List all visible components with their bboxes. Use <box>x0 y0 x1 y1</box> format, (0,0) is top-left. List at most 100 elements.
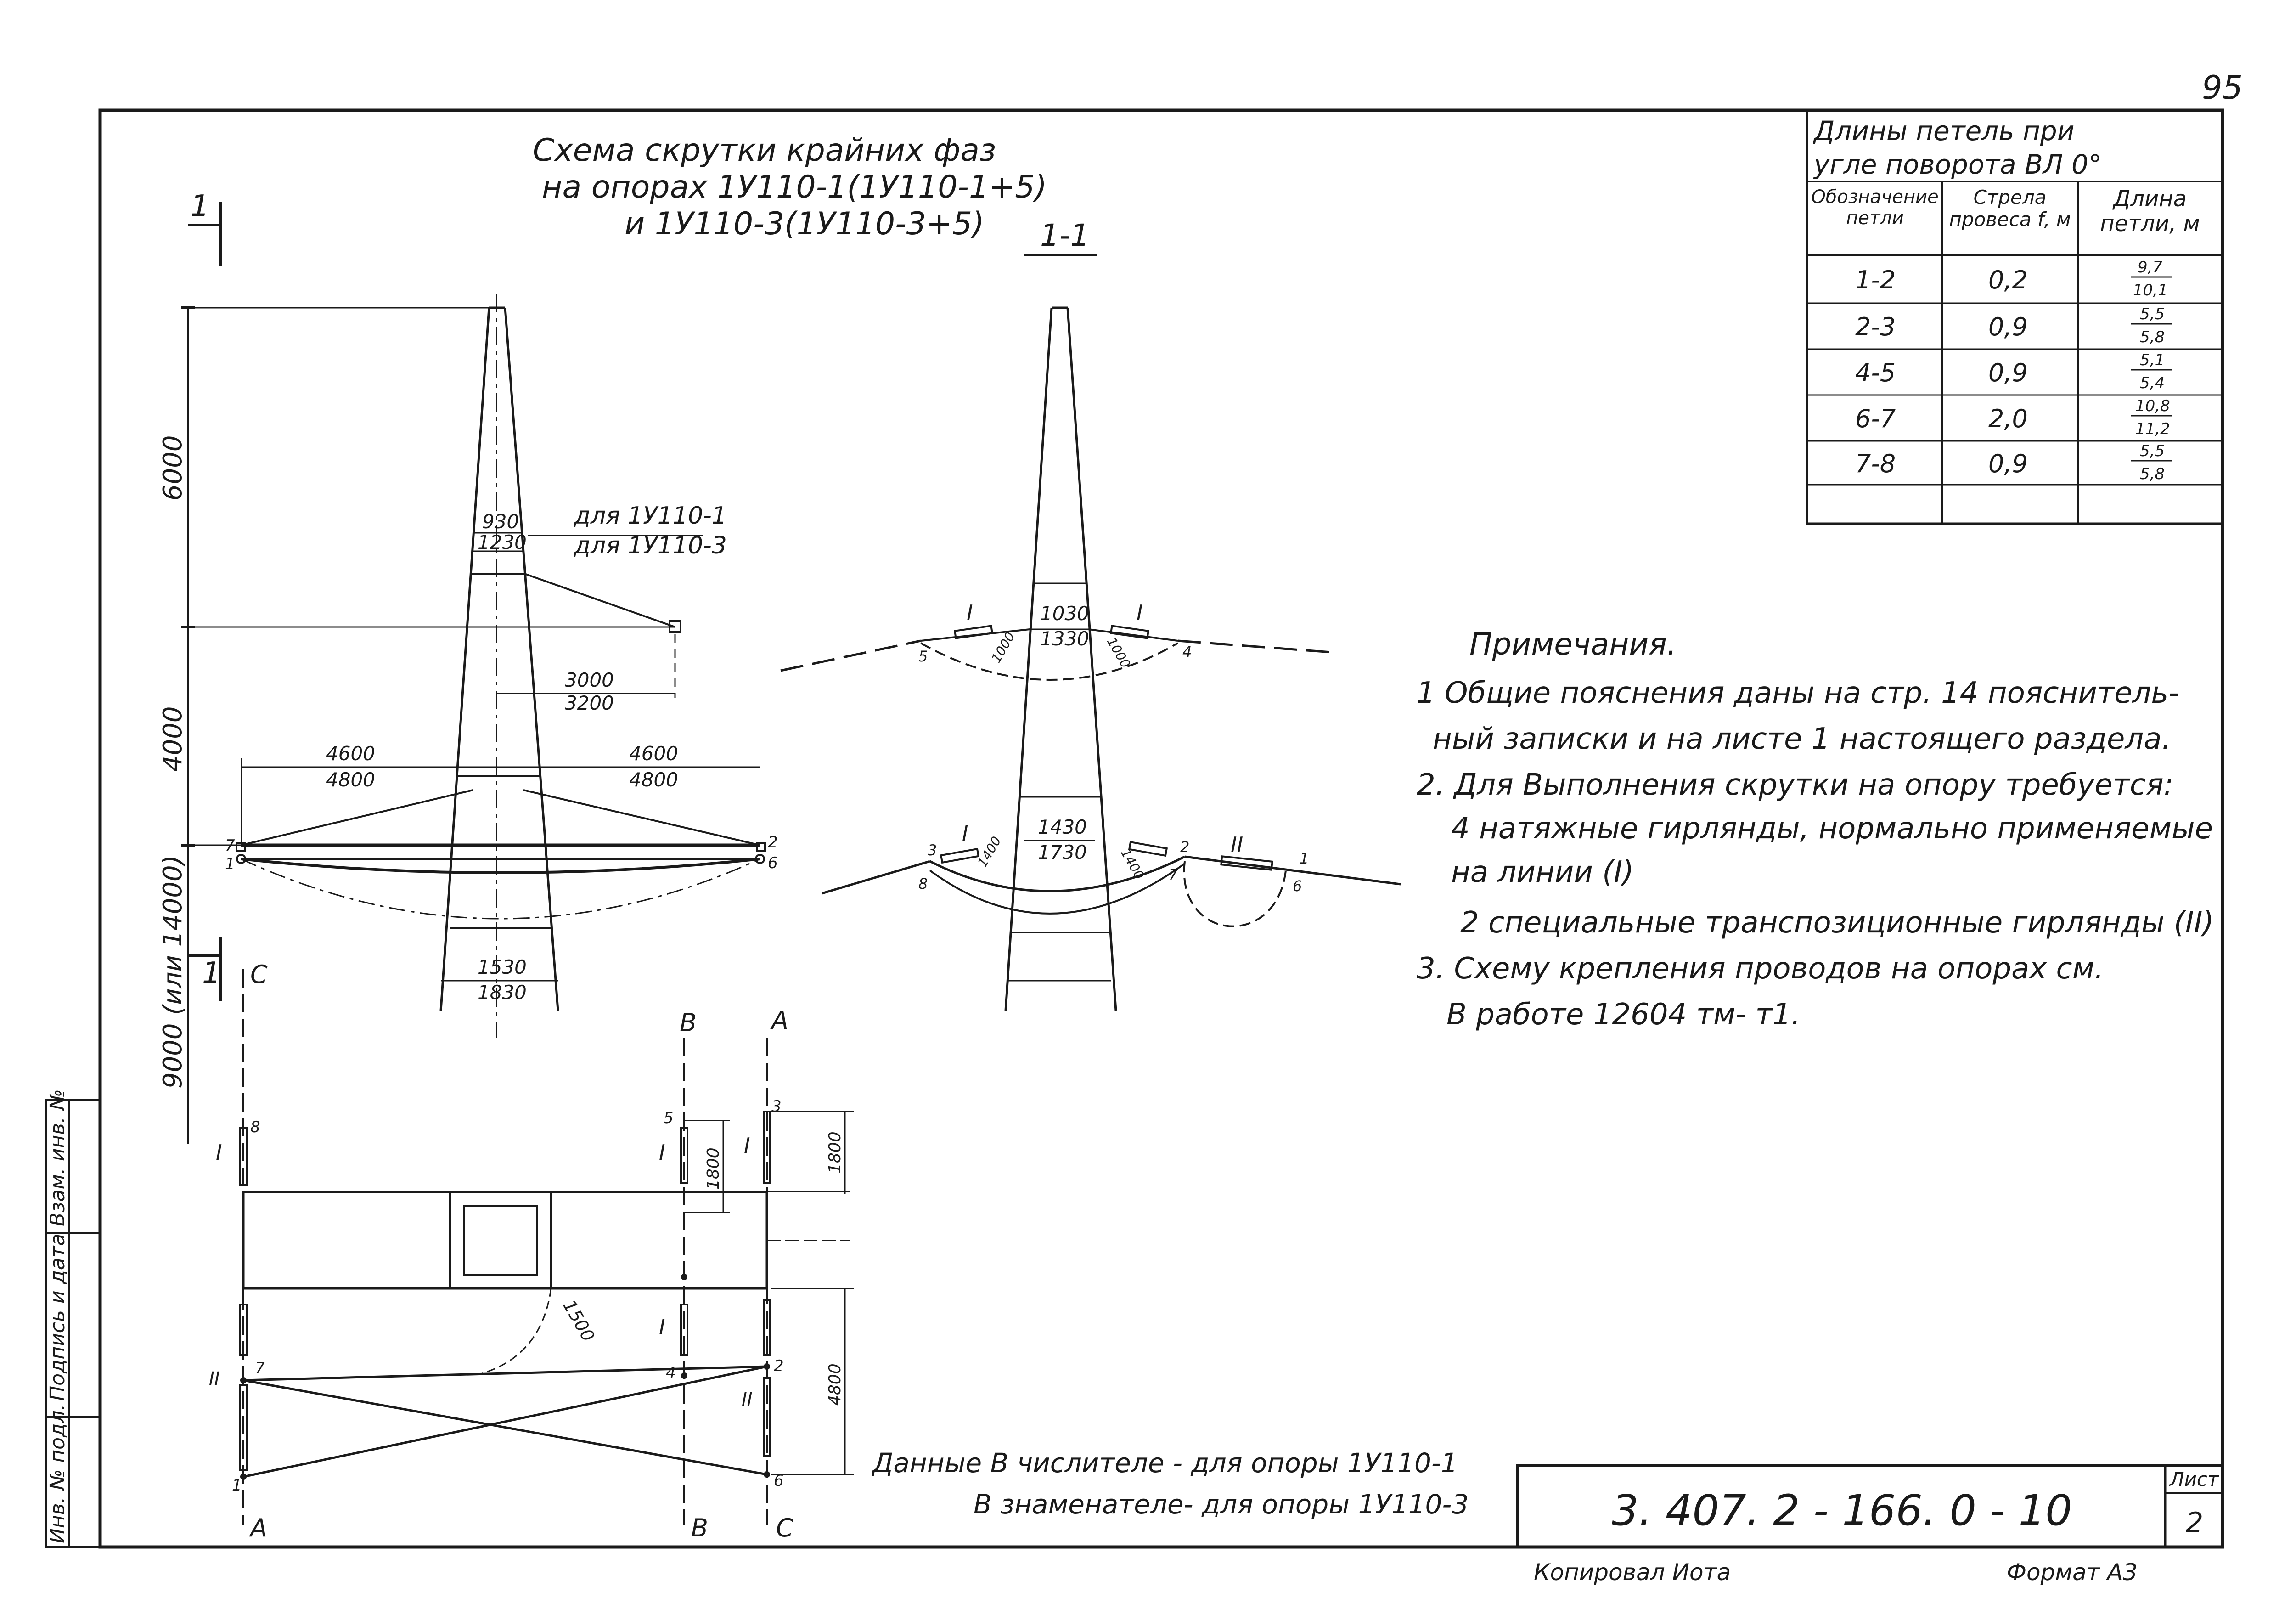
plan-ins-I-3: I <box>744 1133 750 1158</box>
footer-copied: Копировал Иота <box>1534 1559 1731 1586</box>
plan-ins-II-1: II <box>209 1368 220 1389</box>
side-stamp-sign-date: Подпись и дата <box>46 1234 69 1401</box>
sec-pt-6: 6 <box>1293 877 1302 895</box>
row-sag: 0,9 <box>1988 358 2028 387</box>
span-left-den: 4800 <box>326 768 375 791</box>
section-marker-top: 1 <box>188 189 222 266</box>
plan-dim-4800: 4800 <box>826 1363 844 1406</box>
row-len-num: 9,7 <box>2138 258 2162 277</box>
sec-top-den: 1330 <box>1040 627 1089 650</box>
plan-ins-I-4: I <box>659 1315 665 1339</box>
stamp-sheet-label: Лист <box>2169 1468 2219 1491</box>
row-sag: 0,2 <box>1988 265 2028 294</box>
plan-dim-1800-a: 1800 <box>704 1147 723 1190</box>
sec-ins-I-lower: I <box>962 821 968 846</box>
arm-den: 3200 <box>565 692 614 714</box>
pt-2: 2 <box>768 833 778 852</box>
pt-1: 1 <box>225 855 235 873</box>
plan-pt-7: 7 <box>255 1359 265 1378</box>
span-right-den: 4800 <box>629 768 678 791</box>
row-loop: 1-2 <box>1855 265 1896 294</box>
sec-pt-4: 4 <box>1182 643 1192 661</box>
plan-pt-5: 5 <box>664 1109 674 1127</box>
stamp-sheet-no: 2 <box>2186 1507 2203 1539</box>
section-1-1: 1-1 1030 1330 1430 1730 I I 1000 1000 5 … <box>780 218 1401 1011</box>
plan-view: C B A A B C 1500 I I I 8 5 3 1800 1800 <box>209 960 854 1542</box>
sec-pt-7: 7 <box>1169 866 1178 883</box>
arm-num: 3000 <box>565 669 614 691</box>
sec-ins-I-upper-left: I <box>967 600 973 625</box>
row-loop: 7-8 <box>1855 449 1896 478</box>
side-stamp-replace-inv: Взам. инв. № <box>46 1089 69 1226</box>
notes-line-8: В работе 12604 тм- т1. <box>1446 998 1801 1032</box>
data-note-line-1: Данные В числителе - для опоры 1У110-1 <box>871 1447 1458 1479</box>
table-header-sag: Стрела провеса f, м <box>1949 186 2071 231</box>
row-len-num: 10,8 <box>2135 397 2170 415</box>
phase-C-top: C <box>250 960 268 989</box>
pt-7: 7 <box>225 836 235 855</box>
top-width-den: 1230 <box>478 531 527 553</box>
plan-pt-3: 3 <box>771 1097 782 1116</box>
row-len-den: 5,8 <box>2140 328 2165 346</box>
row-len-den: 11,2 <box>2135 420 2170 438</box>
base-den: 1830 <box>478 981 527 1004</box>
title-line-1: Схема скрутки крайних фаз <box>533 132 996 169</box>
sec-pt-2: 2 <box>1180 838 1189 856</box>
row-len-num: 5,1 <box>2140 351 2165 369</box>
top-width-num: 930 <box>482 510 519 533</box>
data-note-line-2: В знаменателе- для опоры 1У110-3 <box>974 1489 1469 1520</box>
phase-B-bottom: B <box>691 1513 708 1542</box>
side-stamp: Инв. № подл. Подпись и дата Взам. инв. № <box>45 1089 101 1548</box>
row-len-num: 5,5 <box>2140 442 2165 460</box>
sec-top-num: 1030 <box>1040 602 1089 625</box>
notes-line-1: 1 Общие пояснения даны на стр. 14 поясни… <box>1417 676 2179 710</box>
row-len-den: 10,1 <box>2133 281 2168 299</box>
sec-ins-II-lower: II <box>1231 832 1243 857</box>
row-len-den: 5,4 <box>2140 374 2165 392</box>
section-title: 1-1 <box>1040 218 1090 253</box>
plan-dim-1800-b: 1800 <box>826 1131 844 1174</box>
tower-elevation: 6000 4000 9000 (или 14000) 930 1230 для … <box>158 294 778 1144</box>
sec-loop-lower-left: 1400 <box>974 834 1004 870</box>
plan-ins-I-2: I <box>659 1140 665 1165</box>
data-note: Данные В числителе - для опоры 1У110-1 В… <box>871 1447 1469 1520</box>
dim-6000: 6000 <box>158 435 188 501</box>
sec-mid-den: 1730 <box>1038 841 1087 864</box>
phase-C-bottom: C <box>776 1513 793 1542</box>
title-line-3: и 1У110-3(1У110-3+5) <box>625 206 985 242</box>
notes-line-2: ный записки и на листе 1 настоящего разд… <box>1433 722 2171 756</box>
table-header-length: Длина петли, м <box>2100 186 2200 237</box>
sec-mid-num: 1430 <box>1038 816 1087 838</box>
stamp-code: 3. 407. 2 - 166. 0 - 10 <box>1612 1486 2072 1535</box>
row-sag: 0,9 <box>1988 449 2028 478</box>
row-len-den: 5,8 <box>2140 465 2165 483</box>
plan-pt-2: 2 <box>774 1357 784 1375</box>
plan-pt-1: 1 <box>232 1476 242 1495</box>
notes: Примечания. 1 Общие пояснения даны на ст… <box>1417 627 2214 1032</box>
sec-pt-8: 8 <box>918 875 928 892</box>
phase-A-top: A <box>770 1006 788 1035</box>
plan-pt-8: 8 <box>250 1118 260 1136</box>
table-title-2: угле поворота ВЛ 0° <box>1813 149 2102 180</box>
loop-length-table: Длины петель при угле поворота ВЛ 0° Обо… <box>1806 109 2224 525</box>
notes-line-3: 2. Для Выполнения скрутки на опору требу… <box>1417 768 2173 802</box>
plan-pt-4: 4 <box>666 1364 676 1382</box>
for-1y110-1: для 1У110-1 <box>574 502 727 530</box>
title-block: Схема скрутки крайних фаз на опорах 1У11… <box>533 132 1047 242</box>
for-1y110-3: для 1У110-3 <box>574 532 727 559</box>
plan-dim-1500: 1500 <box>559 1297 598 1345</box>
row-sag: 0,9 <box>1988 312 2028 341</box>
plan-ins-II-2: II <box>742 1389 753 1410</box>
span-right-num: 4600 <box>629 742 678 765</box>
phase-A-bottom: A <box>249 1513 267 1542</box>
sec-pt-1: 1 <box>1300 850 1309 867</box>
row-loop: 2-3 <box>1855 312 1896 341</box>
sec-loop-upper-left: 1000 <box>988 629 1018 665</box>
base-num: 1530 <box>478 956 527 978</box>
stamp-block: 3. 407. 2 - 166. 0 - 10 Лист 2 <box>1516 1464 2224 1548</box>
pt-6: 6 <box>768 854 778 872</box>
span-left-num: 4600 <box>326 742 375 765</box>
table-header-loop: Обозначение петли <box>1811 186 1939 229</box>
footer-format: Формат А3 <box>2007 1559 2138 1586</box>
